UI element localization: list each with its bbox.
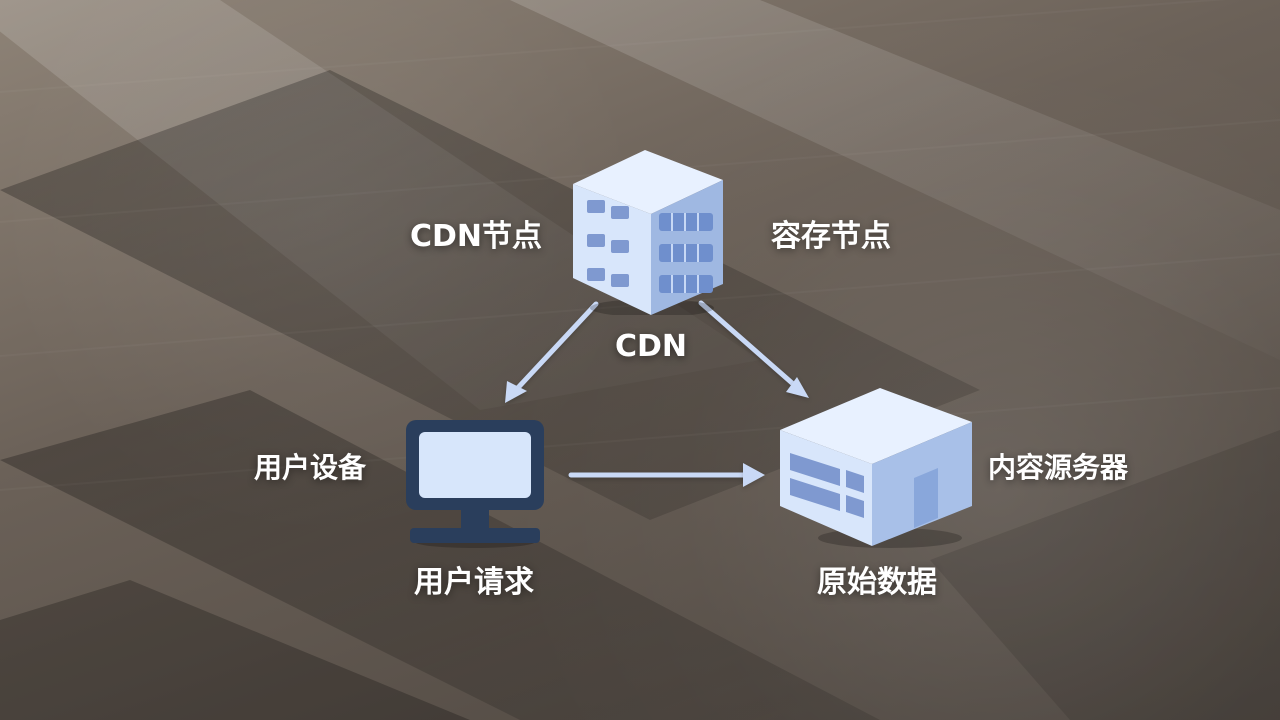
user-device-label: 用户设备 [254, 451, 367, 484]
cdn-server-icon [565, 150, 730, 317]
cdn-node-label: CDN节点 [410, 219, 543, 254]
cdn-label: CDN [615, 329, 688, 364]
user-request-label: 用户请求 [414, 565, 534, 600]
storage-node-label: 容存节点 [771, 219, 891, 254]
original-data-label: 原始数据 [817, 565, 937, 600]
monitor-icon [404, 418, 546, 548]
content-server-label: 内容源务器 [988, 451, 1129, 484]
server-building-icon [778, 386, 974, 548]
